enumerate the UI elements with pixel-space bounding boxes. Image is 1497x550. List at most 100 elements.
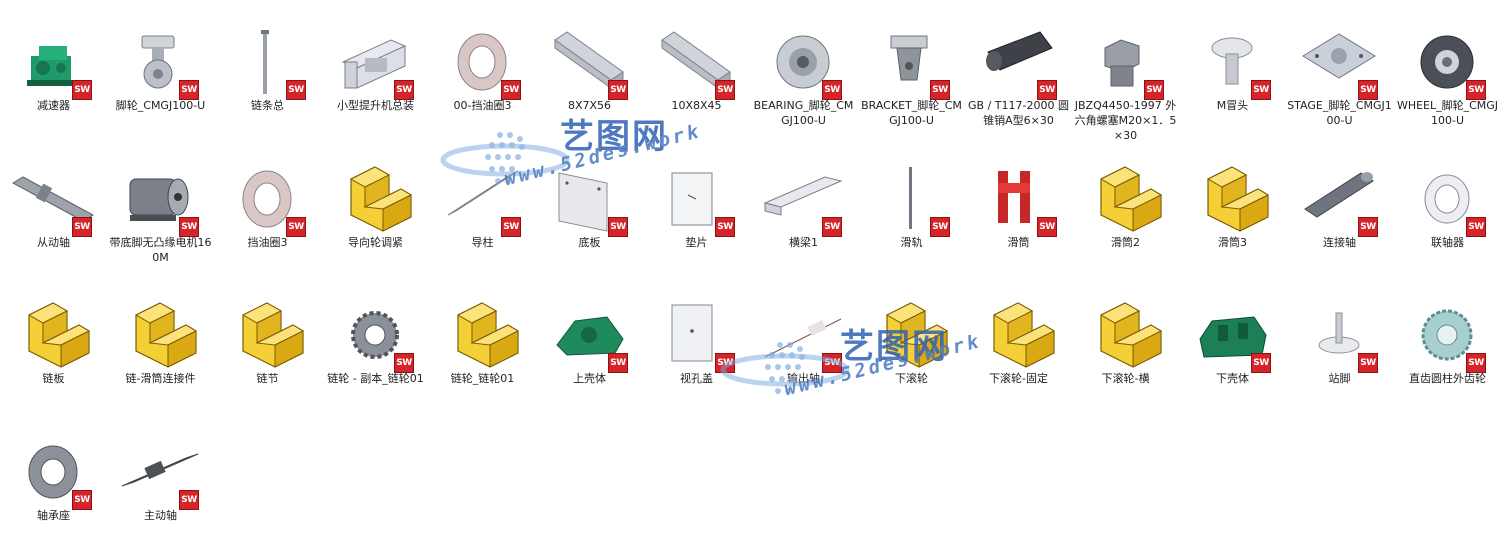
bearing-icon xyxy=(759,22,847,104)
oil-ring-icon xyxy=(223,159,311,241)
file-item[interactable]: 下滚轮-横 xyxy=(1072,273,1179,409)
solidworks-badge-icon: SW xyxy=(1358,80,1378,100)
part-placeholder-icon xyxy=(867,295,955,377)
solidworks-badge-icon: SW xyxy=(715,353,735,373)
part-placeholder-icon xyxy=(1081,159,1169,241)
solidworks-badge-icon: SW xyxy=(608,217,628,237)
solidworks-badge-icon: SW xyxy=(1358,217,1378,237)
file-item[interactable]: 链节 xyxy=(214,273,321,409)
file-name: 下壳体 xyxy=(1216,372,1249,385)
solidworks-badge-icon: SW xyxy=(715,80,735,100)
solidworks-badge-icon: SW xyxy=(1251,80,1271,100)
file-name: 视孔盖 xyxy=(680,372,713,385)
solidworks-badge-icon: SW xyxy=(608,80,628,100)
solidworks-badge-icon: SW xyxy=(1466,353,1486,373)
upper-housing-icon xyxy=(545,295,633,377)
solidworks-badge-icon: SW xyxy=(1144,80,1164,100)
file-item[interactable]: 链-滑筒连接件 xyxy=(107,273,214,409)
file-name: 下滚轮 xyxy=(895,372,928,385)
solidworks-badge-icon: SW xyxy=(394,353,414,373)
stage-plate-icon xyxy=(1295,22,1383,104)
beam-icon xyxy=(759,159,847,241)
file-item[interactable]: 链轮_链轮01 xyxy=(429,273,536,409)
mushroom-bolt-icon xyxy=(1188,22,1276,104)
base-plate-icon xyxy=(545,159,633,241)
solidworks-badge-icon: SW xyxy=(715,217,735,237)
file-name: 横梁1 xyxy=(789,236,818,249)
foot-pad-icon xyxy=(1295,295,1383,377)
file-name: 输出轴 xyxy=(787,372,820,385)
file-item[interactable]: 下滚轮 xyxy=(858,273,965,409)
file-item[interactable]: 下滚轮-固定 xyxy=(965,273,1072,409)
connecting-shaft-icon xyxy=(1295,159,1383,241)
file-name: BRACKET_脚轮_CMGJ100-U xyxy=(861,99,962,127)
file-name: 10X8X45 xyxy=(671,99,722,112)
solidworks-badge-icon: SW xyxy=(501,80,521,100)
file-name: 联轴器 xyxy=(1431,236,1464,249)
solidworks-badge-icon: SW xyxy=(608,353,628,373)
oil-ring-icon xyxy=(438,22,526,104)
caster-icon xyxy=(116,22,204,104)
file-name: M冒头 xyxy=(1216,99,1249,112)
file-item[interactable]: 导向轮调紧 xyxy=(322,137,429,273)
solidworks-badge-icon: SW xyxy=(179,80,199,100)
file-name: WHEEL_脚轮_CMGJ100-U xyxy=(1396,99,1497,127)
hex-plug-icon xyxy=(1081,22,1169,104)
file-name: 链板 xyxy=(42,372,65,385)
file-name: 直齿圆柱外齿轮 xyxy=(1409,372,1486,385)
file-item[interactable]: 链板 xyxy=(0,273,107,409)
file-item[interactable]: 滑筒2 xyxy=(1072,137,1179,273)
file-name: 导向轮调紧 xyxy=(348,236,403,249)
file-name: 滑轨 xyxy=(900,236,923,249)
file-item[interactable]: SW 横梁1 xyxy=(750,137,857,273)
wheel-icon xyxy=(1403,22,1491,104)
file-name: 8X7X56 xyxy=(567,99,612,112)
lower-housing-icon xyxy=(1188,295,1276,377)
part-placeholder-icon xyxy=(223,295,311,377)
solidworks-badge-icon: SW xyxy=(822,353,842,373)
solidworks-badge-icon: SW xyxy=(72,80,92,100)
file-item[interactable]: 滑筒3 xyxy=(1179,137,1286,273)
key-bar-icon xyxy=(545,22,633,104)
part-placeholder-icon xyxy=(1188,159,1276,241)
file-name: 滑筒 xyxy=(1007,236,1030,249)
solidworks-badge-icon: SW xyxy=(179,490,199,510)
solidworks-badge-icon: SW xyxy=(822,217,842,237)
taper-pin-icon xyxy=(974,22,1062,104)
file-name: 减速器 xyxy=(37,99,70,112)
file-name: 链节 xyxy=(256,372,279,385)
